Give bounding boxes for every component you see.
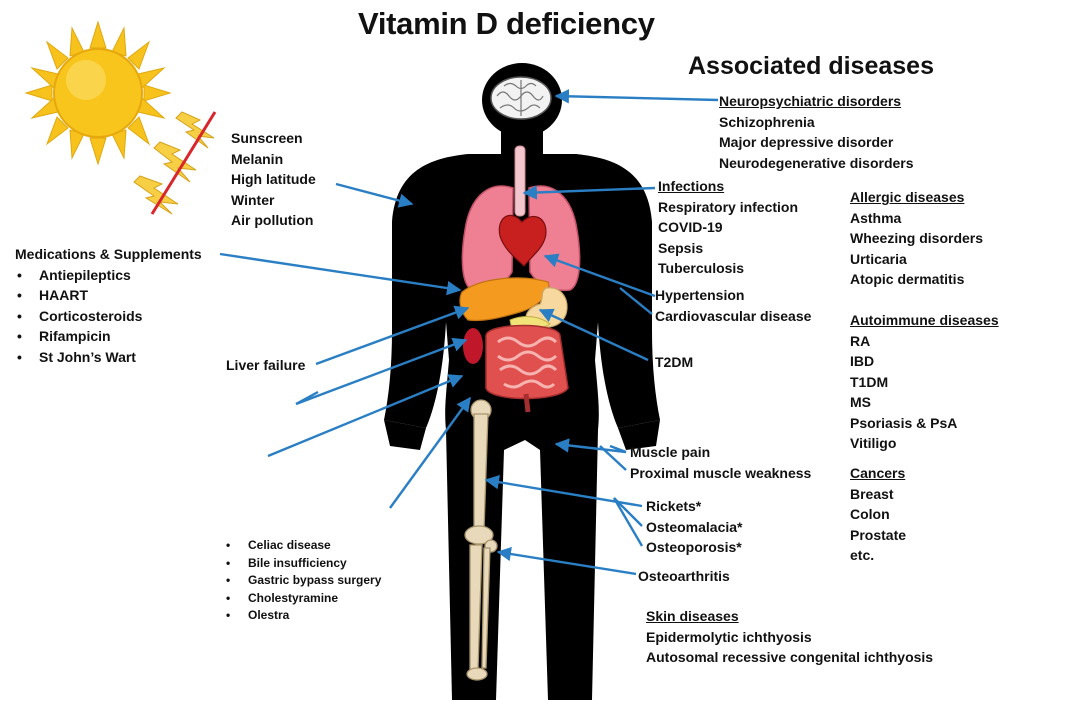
risk-factor: High latitude [231,171,316,187]
cancer-item: Prostate [850,526,907,543]
medication-item: Corticosteroids [17,306,202,327]
leg-bones-icon [464,399,498,681]
strike-line [150,111,217,215]
medication-item: Antiepileptics [17,265,202,286]
t2dm-label: T2DM [655,354,694,370]
risk-factor: Winter [231,191,275,208]
neuro-section: Neuropsychiatric disorders Schizophrenia… [719,91,914,173]
autoimmune-section: Autoimmune diseases RA IBD T1DM MS Psori… [850,310,999,454]
autoimmune-item: Psoriasis & PsA [850,414,958,431]
bone-item: Rickets* [646,498,702,514]
risk-factor: Sunscreen [231,130,303,146]
autoimmune-item: MS [850,394,871,410]
neuro-heading: Neuropsychiatric disorders [719,93,902,109]
bone-item: Osteomalacia* [646,518,743,535]
allergic-heading: Allergic diseases [850,189,965,205]
allergic-item: Urticaria [850,250,907,267]
brain-icon [490,76,552,120]
infections-heading: Infections [658,178,725,194]
infection-item: Respiratory infection [658,198,799,215]
malabsorption-item: Bile insufficiency [226,555,381,573]
medication-item: HAART [17,285,202,306]
cancers-heading: Cancers [850,465,906,481]
malabsorption-item: Olestra [226,607,381,625]
liver-failure-label: Liver failure [226,357,306,373]
allergic-item: Atopic dermatitis [850,271,965,287]
skin-item: Autosomal recessive congenital ichthyosi… [646,649,934,665]
cardio-section: Hypertension Cardiovascular disease [655,285,811,326]
obscured-heading [224,500,344,530]
kidney-icon [463,328,483,364]
neuro-item: Major depressive disorder [719,134,894,150]
risk-factor: Air pollution [231,212,314,228]
autoimmune-item: IBD [850,353,875,369]
bone-section: Rickets* Osteomalacia* Osteoporosis* [646,496,743,558]
allergic-item: Wheezing disorders [850,230,984,246]
risk-factors-list: Sunscreen Melanin High latitude Winter A… [231,128,316,231]
medication-item: Rifampicin [17,326,202,347]
cancer-item: Colon [850,506,890,522]
malabsorption-item: Cholestyramine [226,590,381,608]
medications-section: Medications & Supplements Antiepileptics… [15,244,202,367]
cardio-item: Hypertension [655,287,745,303]
cancers-section: Cancers Breast Colon Prostate etc. [850,463,906,566]
intestines-icon [485,324,569,413]
autoimmune-item: Vitiligo [850,435,897,451]
neuro-item: Schizophrenia [719,113,815,130]
infections-section: Infections Respiratory infection COVID-1… [658,176,798,279]
bone-item: Osteoporosis* [646,539,742,555]
infection-item: COVID-19 [658,219,723,235]
page-title: Vitamin D deficiency [358,6,655,41]
muscle-item: Proximal muscle weakness [630,464,812,481]
muscle-section: Muscle pain Proximal muscle weakness [630,442,811,483]
connector-arrows [219,89,719,576]
skin-item: Epidermolytic ichthyosis [646,628,812,645]
sunray-bolts-icon [133,111,215,215]
autoimmune-heading: Autoimmune diseases [850,312,999,328]
skin-heading: Skin diseases [646,608,739,624]
trachea [514,145,526,217]
malabsorption-list: Celiac disease Bile insufficiency Gastri… [226,537,381,625]
skin-section: Skin diseases Epidermolytic ichthyosis A… [646,606,933,668]
infection-item: Tuberculosis [658,260,745,276]
osteoarthritis-label: Osteoarthritis [638,568,730,584]
infection-item: Sepsis [658,239,704,256]
neuro-item: Neurodegenerative disorders [719,154,914,171]
allergic-item: Asthma [850,209,902,226]
medication-item: St John’s Wart [17,347,202,368]
cancer-item: Breast [850,485,894,502]
medications-heading: Medications & Supplements [15,246,202,262]
sun-icon [24,20,172,166]
heart-icon [498,214,547,267]
page-subtitle: Associated diseases [688,52,934,80]
malabsorption-item: Gastric bypass surgery [226,572,381,590]
risk-factor: Melanin [231,150,284,167]
cancer-item: etc. [850,547,875,563]
muscle-item: Muscle pain [630,444,711,460]
cardio-item: Cardiovascular disease [655,307,812,324]
allergic-section: Allergic diseases Asthma Wheezing disord… [850,187,983,290]
autoimmune-item: RA [850,332,871,349]
autoimmune-item: T1DM [850,373,889,390]
malabsorption-item: Celiac disease [226,537,381,555]
